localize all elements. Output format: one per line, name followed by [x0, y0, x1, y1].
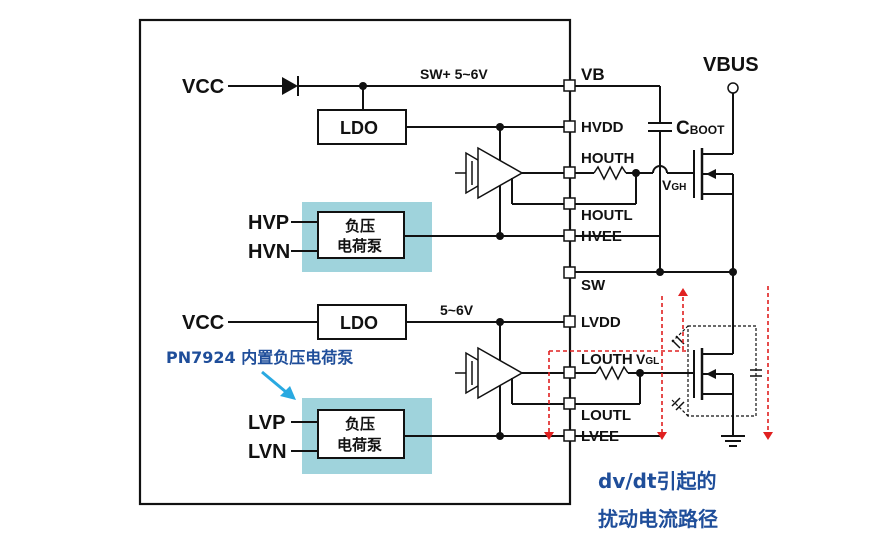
vcc-top-label: VCC: [182, 76, 224, 98]
vgl-label: VGL: [636, 351, 659, 367]
lvn-label: LVN: [248, 441, 287, 463]
vgh-label: VGH: [662, 177, 686, 193]
charge-pump-top-line2: 电荷泵: [337, 237, 382, 255]
vbus-label: VBUS: [703, 54, 759, 76]
houth-resistor-icon: [593, 165, 627, 181]
hvp-label: HVP: [248, 212, 289, 234]
louth-resistor-icon: [595, 365, 629, 381]
sw-supply-label: SW+ 5~6V: [420, 66, 488, 82]
high-side-mosfet-icon: [693, 93, 734, 272]
low-side-buffer-icon: [455, 346, 524, 400]
dvdt-arrowheads: [544, 288, 773, 440]
ldo-bottom-label: LDO: [340, 313, 378, 333]
pn7924-annotation: PN7924 内置负压电荷泵: [166, 348, 353, 367]
low-side-mosfet-icon: [693, 346, 734, 436]
low-supply-label: 5~6V: [440, 302, 474, 318]
charge-pump-bottom-line2: 电荷泵: [337, 436, 382, 454]
charge-pump-top-line1: 负压: [345, 217, 375, 235]
dvdt-annotation-line1: dv/dt引起的: [598, 469, 717, 493]
parasitic-capacitance-icon: [671, 325, 757, 417]
pin-sw: SW: [581, 277, 606, 294]
parasitic-cap-plates-icon: [671, 335, 762, 411]
pin-lvee: LVEE: [581, 428, 619, 445]
vbus-terminal-icon: [727, 82, 739, 94]
ldo-top-label: LDO: [340, 118, 378, 138]
pin-houtl: HOUTL: [581, 207, 633, 224]
high-side-buffer-icon: [455, 146, 524, 200]
charge-pump-top-block: [317, 211, 405, 259]
pin-hvee: HVEE: [581, 228, 622, 245]
ldo-bottom-block: [317, 304, 407, 340]
dvdt-current-path: [548, 286, 769, 432]
pin-lvdd: LVDD: [581, 314, 621, 331]
pin-vb: VB: [581, 65, 605, 84]
pn7924-pointer-arrow: [261, 370, 296, 400]
lvp-label: LVP: [248, 412, 285, 434]
vcc-bottom-label: VCC: [182, 312, 224, 334]
charge-pump-bottom-block: [317, 409, 405, 459]
dvdt-annotation-line2: 扰动电流路径: [598, 507, 718, 531]
pin-houth: HOUTH: [581, 150, 634, 167]
pin-loutl: LOUTL: [581, 407, 631, 424]
cboot-label: CBOOT: [676, 118, 725, 139]
pin-louth: LOUTH: [581, 351, 633, 368]
ldo-top-block: [317, 109, 407, 145]
charge-pump-bottom-line1: 负压: [345, 415, 375, 433]
cboot-capacitor-icon: [648, 122, 672, 132]
ic-outline: [138, 18, 572, 506]
ground-icon: [721, 435, 745, 447]
pin-hvdd: HVDD: [581, 119, 624, 136]
hvn-label: HVN: [248, 241, 290, 263]
diode-icon: [282, 76, 299, 96]
